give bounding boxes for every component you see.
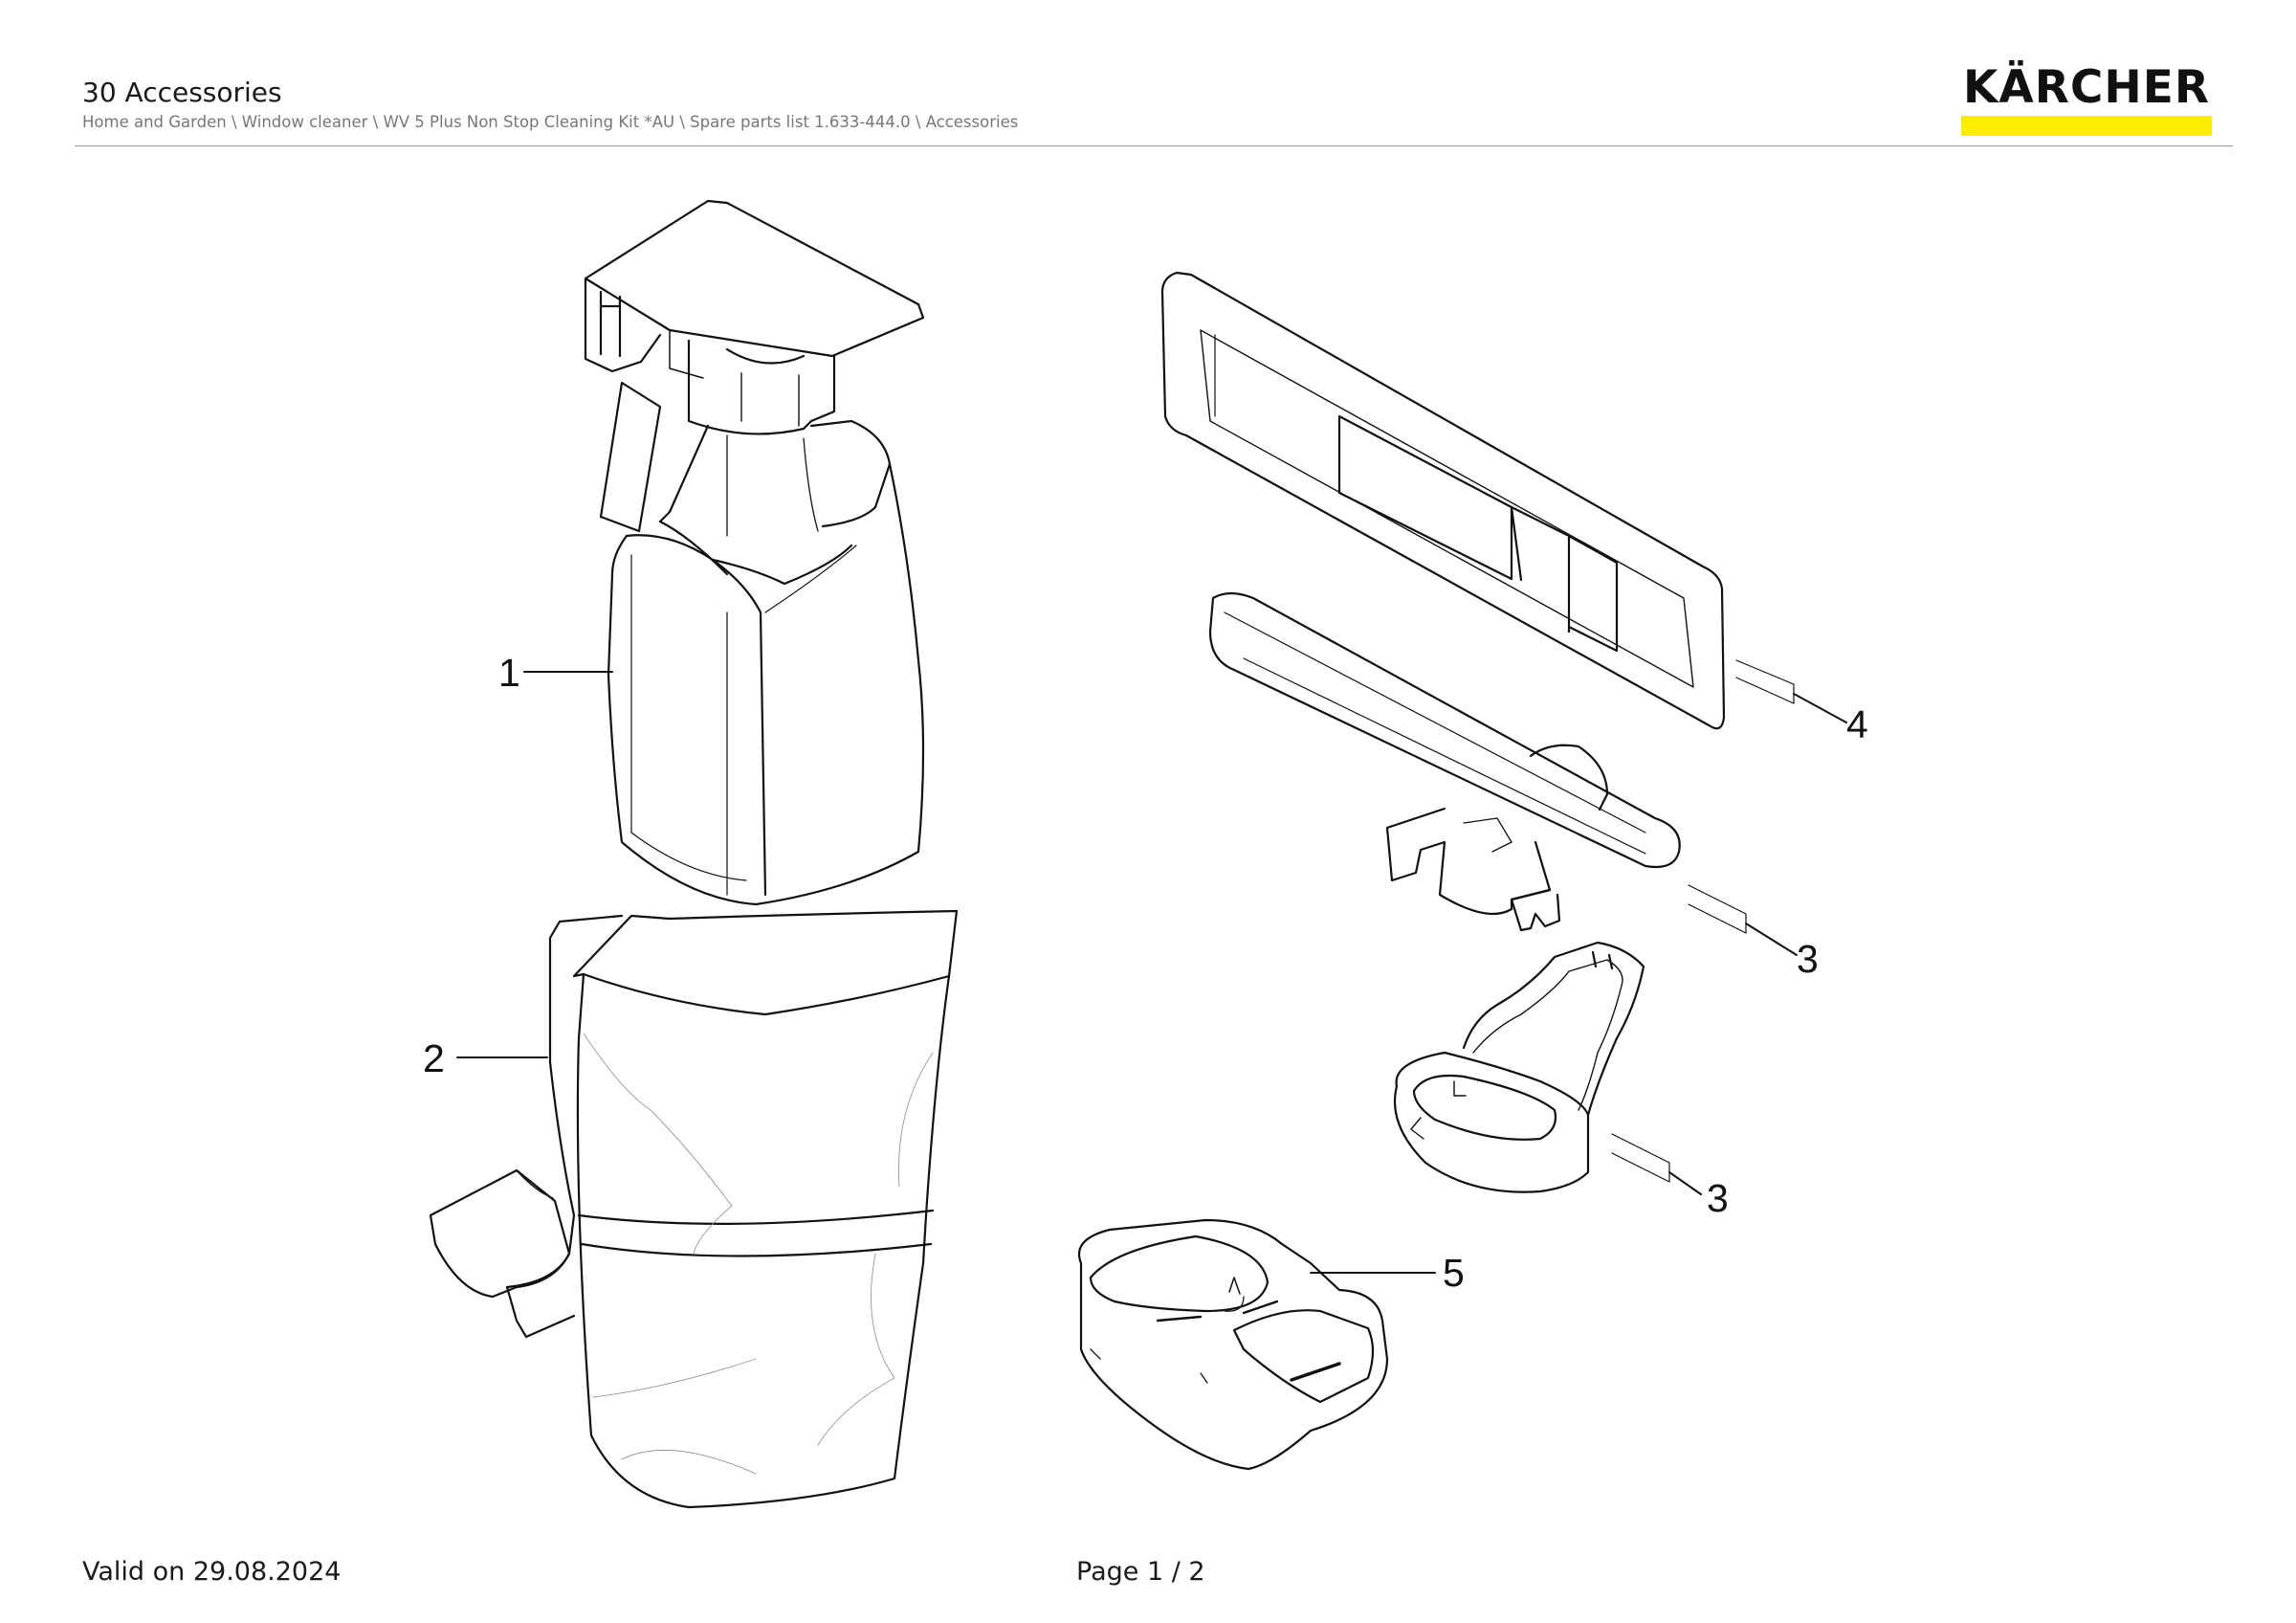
logo-yellow-bar [1961,116,2212,136]
logo-text: KÄRCHER [1962,61,2211,114]
callout-3b: 3 [1707,1176,1729,1220]
handle-drawing [1208,591,1747,934]
breadcrumb: Home and Garden \ Window cleaner \ WV 5 … [82,113,1019,131]
header-divider [75,145,2233,146]
callout-2: 2 [423,1036,445,1080]
callout-1: 1 [498,651,520,695]
valid-date: Valid on 29.08.2024 [82,1557,342,1587]
charging-station-drawing [1078,1218,1389,1471]
page-number: Page 1 / 2 [1076,1557,1205,1587]
wiping-cover-drawing [1160,271,1795,730]
callout-5: 5 [1443,1251,1465,1295]
spray-bottle-drawing [584,199,925,906]
karcher-logo: KÄRCHER [1961,63,2212,136]
leader-lines [456,671,1847,1274]
callout-labels: 1 2 4 3 3 5 [423,651,1868,1295]
callout-3a: 3 [1797,937,1819,981]
bag-drawing [429,909,959,1509]
callout-4: 4 [1846,702,1868,746]
page-title: 30 Accessories [82,77,282,108]
charger-holder-drawing [1393,941,1670,1193]
